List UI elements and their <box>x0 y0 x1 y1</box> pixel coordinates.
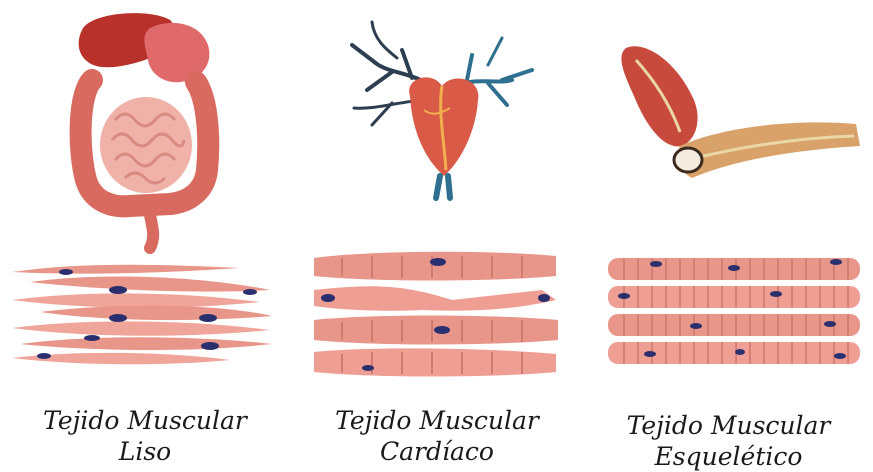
caption-line-1: Tejido Muscular <box>0 405 290 436</box>
caption-line-1: Tejido Muscular <box>584 410 873 441</box>
heart-icon <box>292 0 582 400</box>
digestive-organs-icon <box>0 0 290 400</box>
panel-smooth-muscle: Tejido Muscular Liso <box>0 0 290 472</box>
caption-line-2: Cardíaco <box>292 436 582 467</box>
elbow-arm-icon <box>584 0 873 400</box>
panel-cardiac-muscle: Tejido Muscular Cardíaco <box>292 0 582 472</box>
skeletal-muscle-fibers <box>608 258 860 364</box>
caption-cardiac: Tejido Muscular Cardíaco <box>292 405 582 467</box>
cardiac-muscle-fibers <box>314 252 558 377</box>
elbow-joint-shape <box>674 148 702 172</box>
forearm-shape <box>678 122 860 178</box>
caption-skeletal: Tejido Muscular Esquelético <box>584 410 873 472</box>
smooth-muscle-fibers <box>12 265 272 365</box>
caption-line-2: Esquelético <box>584 441 873 472</box>
caption-smooth: Tejido Muscular Liso <box>0 405 290 467</box>
biceps-shape <box>621 46 697 146</box>
heart-shape <box>409 77 478 176</box>
caption-line-2: Liso <box>0 436 290 467</box>
caption-line-1: Tejido Muscular <box>292 405 582 436</box>
panel-skeletal-muscle: Tejido Muscular Esquelético <box>584 0 873 472</box>
